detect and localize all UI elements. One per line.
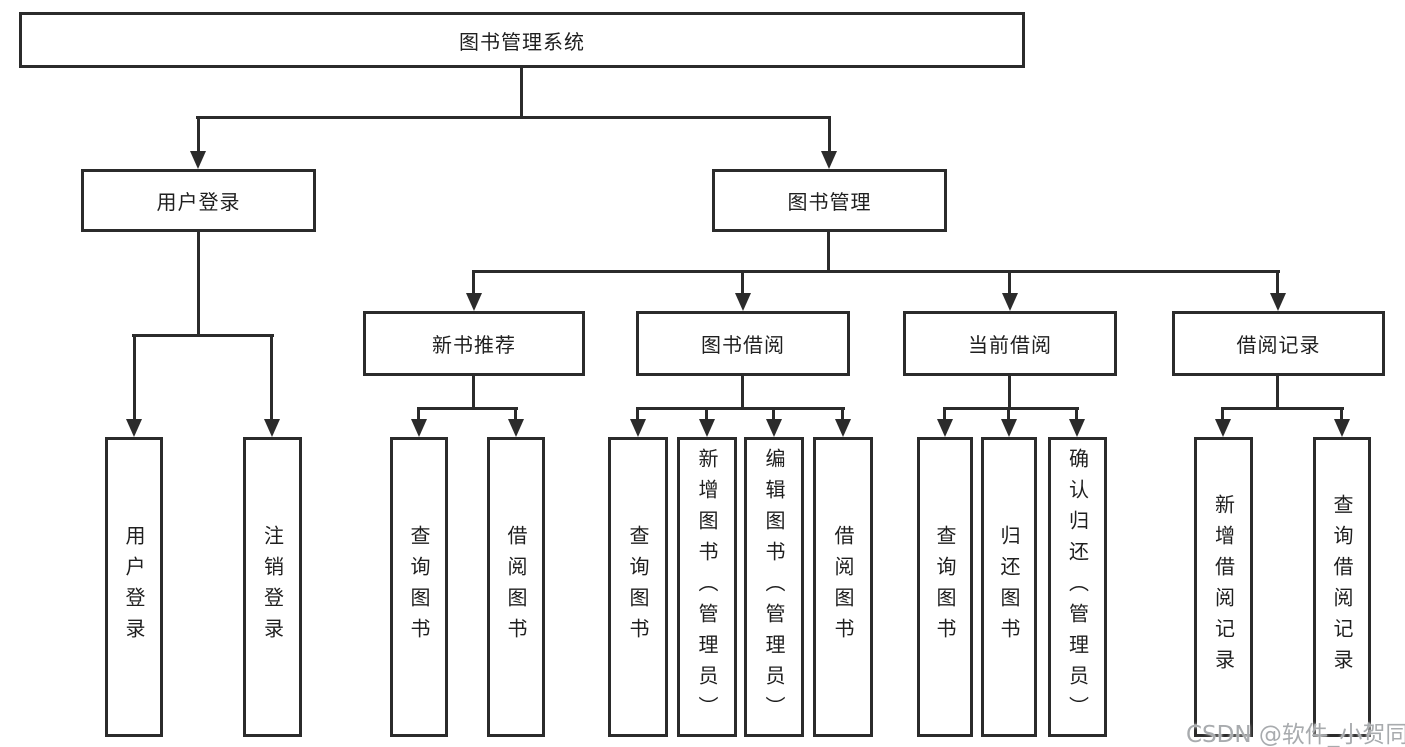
leaf-add-borrow-record: 新增借阅记录 (1194, 437, 1253, 737)
arrow-down-icon (1069, 419, 1085, 437)
connector-drop (514, 410, 517, 419)
leaf-logout: 注销登录 (243, 437, 302, 737)
node-new-book-recommend-label: 新书推荐 (432, 333, 516, 357)
connector-root-bar (196, 116, 831, 119)
connector-drop-book-borrow (741, 273, 744, 293)
leaf-query-books-borrow-label: 查询图书 (626, 525, 650, 649)
leaf-add-books-admin: 新增图书（管理员） (677, 437, 737, 737)
leaf-return-books-label: 归还图书 (997, 525, 1021, 649)
leaf-confirm-return-admin-label: 确认归还（管理员） (1065, 447, 1090, 727)
connector-drop-login (133, 337, 136, 419)
leaf-return-books: 归还图书 (981, 437, 1037, 737)
node-borrow-records-label: 借阅记录 (1236, 333, 1321, 357)
connector-drop (1340, 410, 1343, 419)
arrow-down-icon (766, 419, 782, 437)
leaf-add-books-admin-label: 新增图书（管理员） (695, 447, 719, 727)
connector-drop (1221, 410, 1224, 419)
leaf-query-books-borrow: 查询图书 (608, 437, 668, 737)
connector-user-login-stem (197, 232, 200, 334)
leaf-borrow-books-label: 借阅图书 (831, 525, 855, 649)
connector-drop-user-login (197, 119, 200, 151)
leaf-query-books-current-label: 查询图书 (933, 525, 957, 649)
connector-drop (636, 410, 639, 419)
node-current-borrow: 当前借阅 (903, 311, 1117, 376)
connector-drop (705, 410, 708, 419)
connector-root-stem (520, 68, 523, 116)
leaf-borrow-books: 借阅图书 (813, 437, 873, 737)
node-book-management-label: 图书管理 (787, 190, 872, 214)
arrow-down-icon (699, 419, 715, 437)
leaf-add-borrow-record-label: 新增借阅记录 (1211, 494, 1236, 680)
leaf-confirm-return-admin: 确认归还（管理员） (1048, 437, 1107, 737)
arrow-down-icon (126, 419, 142, 437)
connector-new-book-stem (472, 376, 475, 407)
connector-drop-book-management (828, 119, 831, 151)
node-user-login-label: 用户登录 (156, 190, 241, 214)
arrow-down-icon (1215, 419, 1231, 437)
connector-user-login-bar (132, 334, 274, 337)
leaf-user-login: 用户登录 (105, 437, 163, 737)
arrow-down-icon (1270, 293, 1286, 311)
node-borrow-records: 借阅记录 (1172, 311, 1385, 376)
leaf-query-books-current: 查询图书 (917, 437, 973, 737)
arrow-down-icon (835, 419, 851, 437)
csdn-watermark: CSDN @软件_小贺同学 (1186, 722, 1405, 747)
connector-current-borrow-bar (943, 407, 1079, 410)
connector-drop-new-book (472, 273, 475, 293)
connector-book-borrow-stem (741, 376, 744, 407)
arrow-down-icon (937, 419, 953, 437)
arrow-down-icon (1002, 293, 1018, 311)
arrow-down-icon (1001, 419, 1017, 437)
connector-borrow-records-stem (1276, 376, 1279, 407)
connector-drop (772, 410, 775, 419)
connector-current-borrow-stem (1008, 376, 1011, 407)
connector-drop (943, 410, 946, 419)
node-book-borrow-label: 图书借阅 (701, 333, 785, 357)
connector-drop (417, 410, 420, 419)
arrow-down-icon (466, 293, 482, 311)
leaf-logout-label: 注销登录 (260, 525, 285, 649)
node-root-label: 图书管理系统 (459, 29, 585, 54)
node-book-management: 图书管理 (712, 169, 947, 232)
connector-book-mgmt-bar (472, 270, 1280, 273)
leaf-query-borrow-record-label: 查询借阅记录 (1330, 494, 1354, 680)
leaf-query-books-recommend: 查询图书 (390, 437, 448, 737)
leaf-borrow-books-recommend-label: 借阅图书 (504, 525, 528, 649)
node-root: 图书管理系统 (19, 12, 1025, 68)
node-user-login: 用户登录 (81, 169, 316, 232)
connector-new-book-bar (417, 407, 518, 410)
node-new-book-recommend: 新书推荐 (363, 311, 585, 376)
node-current-borrow-label: 当前借阅 (968, 333, 1052, 357)
arrow-down-icon (630, 419, 646, 437)
connector-drop (841, 410, 844, 419)
leaf-query-borrow-record: 查询借阅记录 (1313, 437, 1371, 737)
arrow-down-icon (508, 419, 524, 437)
arrow-down-icon (821, 151, 837, 169)
arrow-down-icon (411, 419, 427, 437)
connector-borrow-records-bar (1221, 407, 1344, 410)
leaf-edit-books-admin-label: 编辑图书（管理员） (762, 447, 786, 727)
leaf-borrow-books-recommend: 借阅图书 (487, 437, 545, 737)
connector-drop (1007, 410, 1010, 419)
arrow-down-icon (735, 293, 751, 311)
arrow-down-icon (1334, 419, 1350, 437)
arrow-down-icon (264, 419, 280, 437)
connector-drop-logout (270, 337, 273, 419)
connector-book-mgmt-stem (827, 232, 830, 270)
connector-drop (1075, 410, 1078, 419)
arrow-down-icon (190, 151, 206, 169)
connector-drop-current-borrow (1008, 273, 1011, 293)
leaf-edit-books-admin: 编辑图书（管理员） (744, 437, 804, 737)
leaf-query-books-recommend-label: 查询图书 (407, 525, 431, 649)
node-book-borrow: 图书借阅 (636, 311, 850, 376)
connector-drop-borrow-records (1276, 273, 1279, 293)
leaf-user-login-label: 用户登录 (122, 525, 146, 649)
connector-book-borrow-bar (636, 407, 845, 410)
